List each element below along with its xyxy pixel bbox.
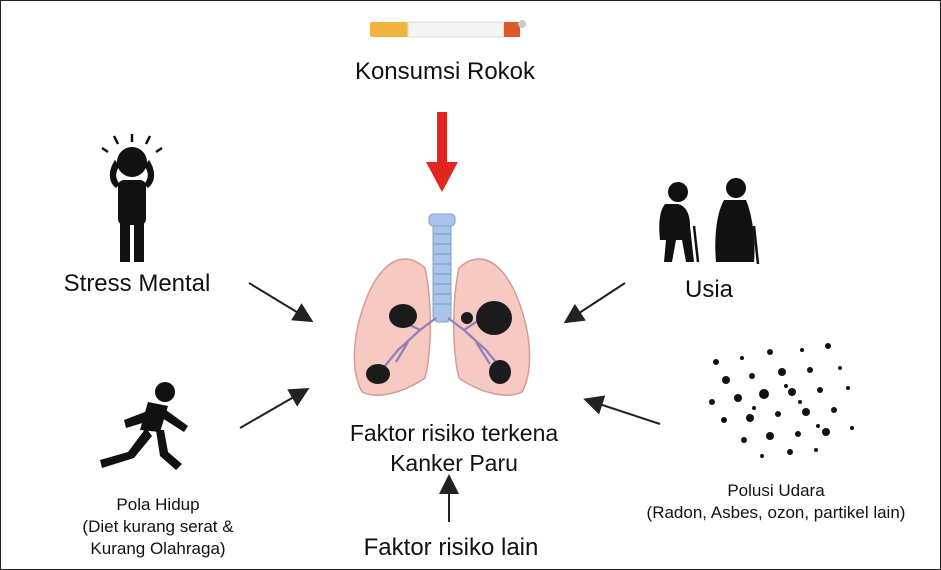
cigarette-icon xyxy=(370,20,526,38)
age-label: Usia xyxy=(684,276,733,303)
stress-label: Stress Mental xyxy=(63,270,211,297)
elderly-couple-icon xyxy=(659,178,760,265)
other-factors-label: Faktor risiko lain xyxy=(363,534,539,561)
pollution-line-1: Polusi Udara xyxy=(727,481,825,500)
smoking-label: Konsumsi Rokok xyxy=(354,58,536,85)
arrow-age xyxy=(563,282,626,324)
center-line-2: Kanker Paru xyxy=(390,450,518,476)
arrow-stress xyxy=(248,282,314,323)
lifestyle-line-3: Kurang Olahraga) xyxy=(90,539,226,558)
particles-icon xyxy=(709,343,854,458)
lifestyle-label: Pola Hidup (Diet kurang serat & Kurang O… xyxy=(58,494,258,560)
center-line-1: Faktor risiko terkena xyxy=(349,420,559,446)
pollution-label: Polusi Udara (Radon, Asbes, ozon, partik… xyxy=(620,480,932,524)
stressed-person-icon xyxy=(101,134,163,262)
running-person-icon xyxy=(100,382,188,470)
center-label: Faktor risiko terkena Kanker Paru xyxy=(332,418,576,478)
lifestyle-line-2: (Diet kurang serat & xyxy=(82,517,234,536)
arrow-lifestyle xyxy=(239,388,310,429)
lifestyle-line-1: Pola Hidup xyxy=(116,495,200,514)
lungs-icon xyxy=(353,213,531,396)
pollution-line-2: (Radon, Asbes, ozon, partikel lain) xyxy=(646,503,906,522)
red-arrow-icon xyxy=(426,112,458,192)
arrow-pollution xyxy=(583,395,661,425)
